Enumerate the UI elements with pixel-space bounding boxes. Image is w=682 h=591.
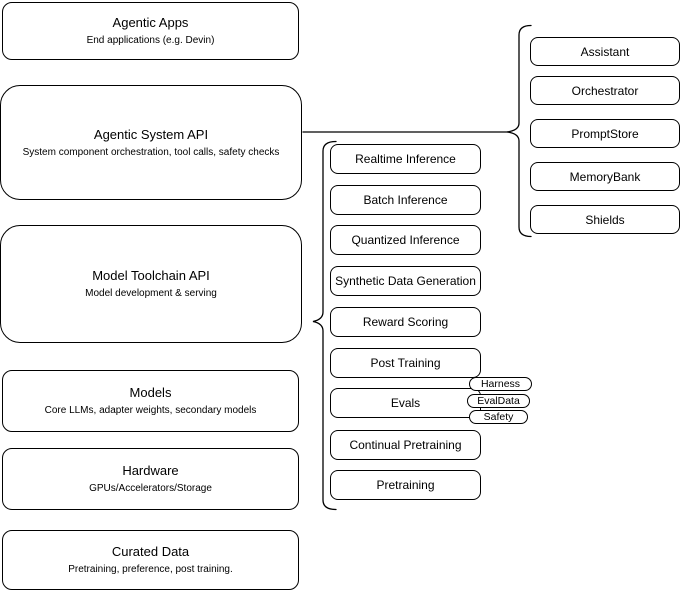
- node-hardware: Hardware GPUs/Accelerators/Storage: [2, 448, 299, 510]
- node-models: Models Core LLMs, adapter weights, secon…: [2, 370, 299, 432]
- node-title: Curated Data: [111, 544, 190, 559]
- evals-tag-evaldata: EvalData: [467, 394, 530, 408]
- node-agentic-system-api: Agentic System API System component orch…: [0, 85, 302, 200]
- node-orchestrator: Orchestrator: [530, 76, 680, 105]
- node-reward-scoring: Reward Scoring: [330, 307, 481, 337]
- node-memorybank: MemoryBank: [530, 162, 680, 191]
- node-evals: Evals: [330, 388, 481, 418]
- node-realtime-inference: Realtime Inference: [330, 144, 481, 174]
- node-title: Agentic System API: [93, 126, 209, 142]
- node-title: Hardware: [122, 463, 179, 478]
- node-quantized-inference: Quantized Inference: [330, 225, 481, 255]
- node-subtitle: Model development & serving: [85, 288, 217, 299]
- node-subtitle: GPUs/Accelerators/Storage: [89, 483, 212, 494]
- node-subtitle: Pretraining, preference, post training.: [68, 564, 233, 575]
- evals-tag-safety: Safety: [469, 410, 528, 424]
- node-title: Models: [129, 385, 172, 400]
- node-title: Model Toolchain API: [92, 268, 210, 283]
- node-subtitle: End applications (e.g. Devin): [86, 35, 215, 46]
- node-continual-pretraining: Continual Pretraining: [330, 430, 481, 460]
- node-model-toolchain-api: Model Toolchain API Model development & …: [0, 225, 302, 343]
- system-components-brace: [506, 24, 532, 238]
- node-subtitle: Core LLMs, adapter weights, secondary mo…: [44, 405, 257, 416]
- node-synthetic-data-generation: Synthetic Data Generation: [330, 266, 481, 296]
- node-assistant: Assistant: [530, 37, 680, 66]
- node-subtitle: System component orchestration, tool cal…: [22, 146, 280, 158]
- node-promptstore: PromptStore: [530, 119, 680, 148]
- node-post-training: Post Training: [330, 348, 481, 378]
- node-title: Agentic Apps: [112, 15, 189, 30]
- evals-tag-harness: Harness: [469, 377, 532, 391]
- node-curated-data: Curated Data Pretraining, preference, po…: [2, 530, 299, 590]
- node-pretraining: Pretraining: [330, 470, 481, 500]
- node-shields: Shields: [530, 205, 680, 234]
- node-agentic-apps: Agentic Apps End applications (e.g. Devi…: [2, 2, 299, 60]
- node-batch-inference: Batch Inference: [330, 185, 481, 215]
